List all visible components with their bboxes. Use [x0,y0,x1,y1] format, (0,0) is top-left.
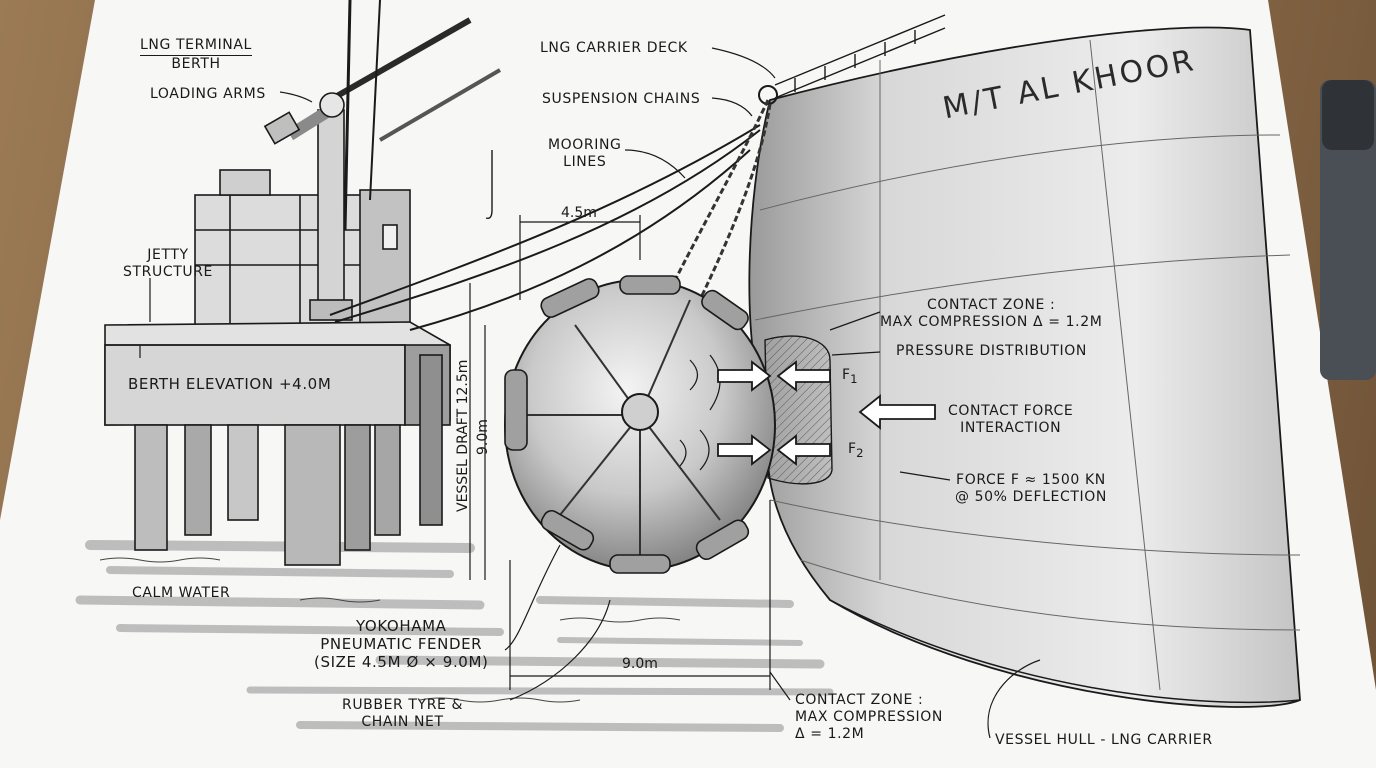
berth-elevation-label: BERTH ELEVATION +4.0m [128,375,332,393]
contact-force-label: CONTACT FORCE INTERACTION [948,403,1074,436]
fender-name-label: YOKOHAMA PNEUMATIC FENDER (SIZE 4.5m Ø ×… [314,617,489,671]
jetty-structure-label: JETTY STRUCTURE [123,247,213,280]
force-f2-label: F2 [848,441,864,460]
mooring-lines [329,124,761,331]
loading-arms [263,0,502,321]
force-f1-label: F1 [842,367,858,386]
loading-arms-label: LOADING ARMS [150,86,266,102]
force-magnitude-label: FORCE F ≈ 1500 kN @ 50% DEFLECTION [955,472,1107,505]
suspension-chains-label: SUSPENSION CHAINS [542,91,701,107]
water-surface [75,540,834,732]
mooring-lines-label: MOORING LINES [548,137,622,170]
jetty-structure [104,169,451,566]
marker-pen [1320,80,1376,380]
contact-zone-top-label: CONTACT ZONE : MAX COMPRESSION Δ = 1.2m [880,297,1103,330]
force-arrows [717,360,936,466]
calm-water-label: CALM WATER [132,585,231,601]
terminal-label: LNG TERMINAL BERTH [140,37,252,72]
pressure-distribution-label: PRESSURE DISTRIBUTION [896,343,1087,359]
fender-diameter-dim: 4.5m [561,205,597,221]
fender-length-dim: 9.0m [622,656,658,672]
tyre-chain-label: RUBBER TYRE & CHAIN NET [342,697,464,730]
vessel-draft-dim: VESSEL DRAFT 12.5m [455,359,471,512]
vessel-hull-label: VESSEL HULL - LNG CARRIER [995,732,1213,748]
leader-lines [139,47,1041,739]
crane-hook-icon [485,150,493,220]
pneumatic-fender [504,275,776,574]
draft-inner-dim: 9.0m [475,419,491,455]
contact-zone-bottom-label: CONTACT ZONE : MAX COMPRESSION Δ = 1.2m [795,692,943,742]
carrier-deck-label: LNG CARRIER DECK [540,40,688,56]
